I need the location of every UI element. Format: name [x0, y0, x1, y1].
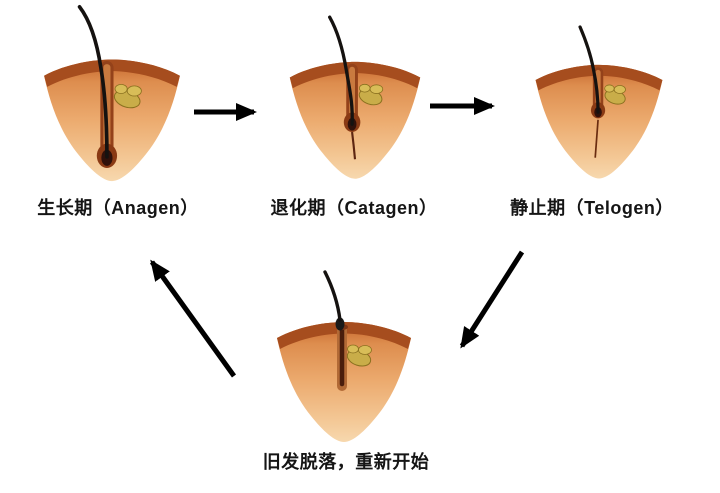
telogen-label: 静止期（Telogen）	[510, 198, 674, 218]
hair-shaft	[328, 15, 354, 126]
catagen-label: 退化期（Catagen）	[270, 198, 438, 218]
empty-follicle	[336, 323, 348, 391]
sebaceous-gland	[358, 83, 384, 106]
sebaceous-gland	[346, 344, 372, 367]
regressing-strand	[351, 131, 357, 160]
hair-shaft	[578, 25, 600, 114]
shedding-label: 旧发脱落，重新开始	[262, 452, 430, 472]
hair-shaft	[323, 270, 342, 322]
catagen-illustration	[289, 15, 421, 179]
telogen-illustration	[535, 25, 663, 179]
skin-cross-section	[535, 64, 663, 179]
epidermis-layer	[277, 322, 411, 349]
shedding-illustration	[277, 270, 411, 442]
anagen-label: 生长期（Anagen）	[37, 198, 199, 218]
hair-shaft	[77, 5, 109, 159]
regressing-strand	[594, 119, 599, 158]
detached-hair	[323, 270, 345, 331]
epidermis-layer	[289, 61, 421, 89]
arrow-shedding-to-anagen	[149, 259, 237, 378]
sebaceous-gland	[113, 83, 142, 109]
epidermis-layer	[535, 64, 663, 91]
hair-club-root	[335, 317, 345, 331]
arrow-telogen-to-shedding	[459, 250, 525, 349]
epidermis-layer	[44, 59, 180, 87]
sebaceous-gland	[604, 84, 626, 105]
anagen-illustration	[44, 5, 180, 182]
